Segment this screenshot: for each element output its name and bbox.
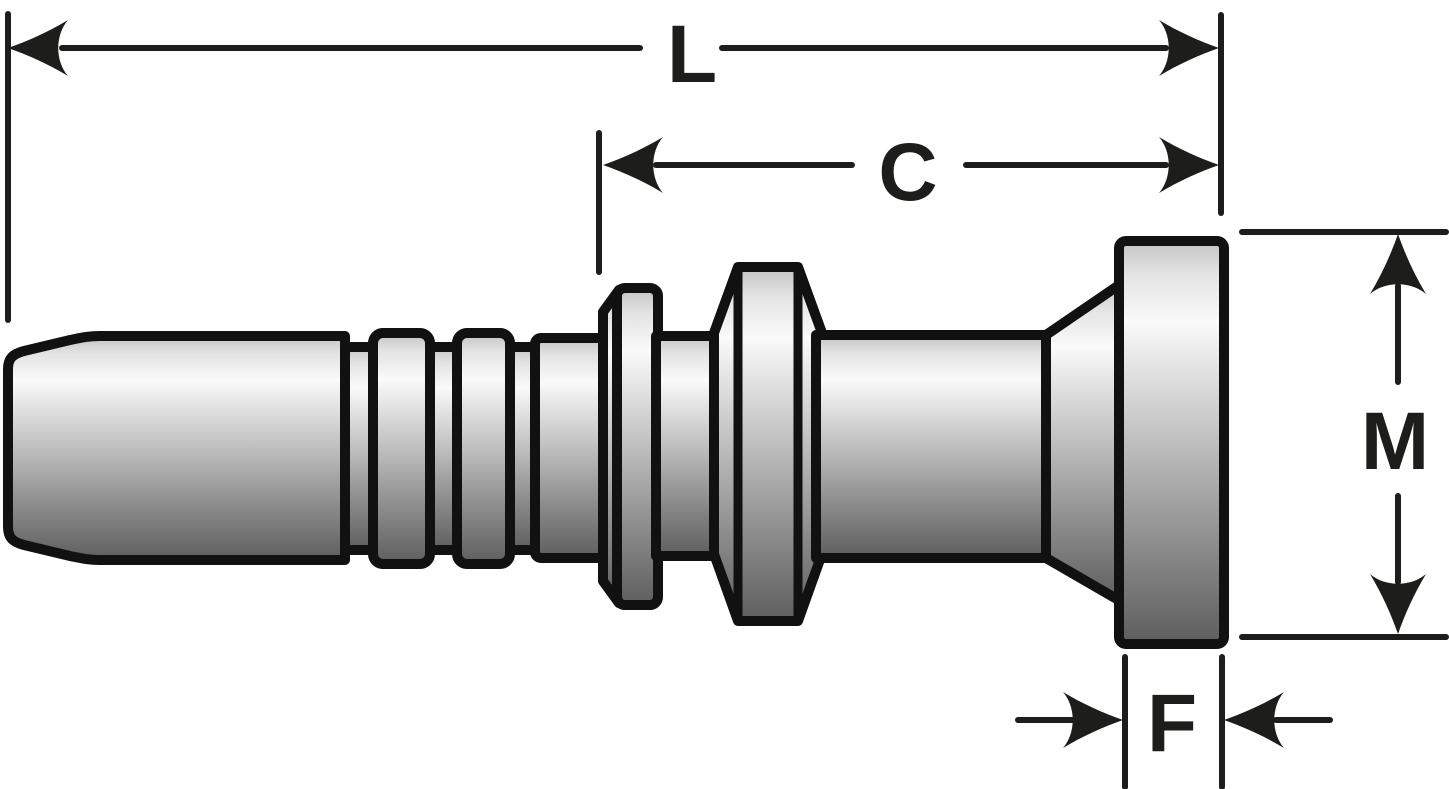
stem-segment-2: [651, 331, 723, 561]
stop-collar: [709, 262, 827, 626]
dimension-lines: [5, 11, 1449, 789]
dim-C-label: C: [878, 127, 937, 218]
dim-F-label: F: [1147, 678, 1197, 769]
dim-L-label: L: [667, 9, 717, 100]
shank-barrel: [811, 330, 1053, 563]
barb-ridge-1: [368, 328, 435, 569]
flange-cone: [1041, 278, 1127, 607]
barb-ridge-2: [452, 328, 515, 569]
dimension-labels: L C M F: [667, 9, 1429, 769]
hose-stem-nose-and-barrel: [3, 331, 350, 565]
fitting-body: [3, 236, 1229, 649]
dim-M-label: M: [1361, 396, 1429, 487]
flange-head: [1114, 236, 1229, 649]
